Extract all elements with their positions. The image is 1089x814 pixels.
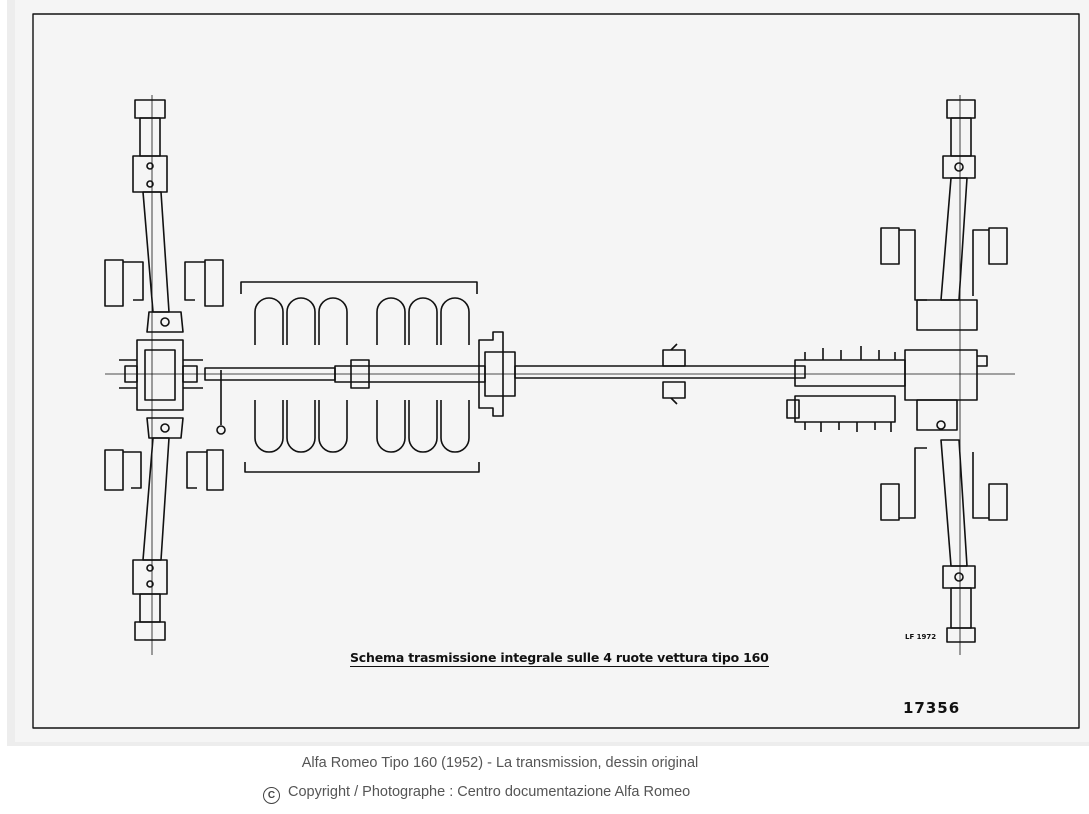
copyright-icon: C <box>263 787 280 804</box>
propeller-shaft <box>105 331 1015 417</box>
engine-outline <box>240 281 480 473</box>
front-axle <box>104 95 226 655</box>
drivetrain-schematic <box>32 13 1080 729</box>
gearbox <box>786 346 906 432</box>
credit-text: Copyright / Photographe : Centro documen… <box>288 784 691 800</box>
rear-axle <box>880 95 1008 655</box>
image-credit: C Copyright / Photographe : Centro docume… <box>263 784 690 804</box>
photo-frame: Schema trasmissione integrale sulle 4 ru… <box>7 0 1089 746</box>
drawing-code: LF 1972 <box>905 633 937 641</box>
drawing-title: Schema trasmissione integrale sulle 4 ru… <box>350 650 769 667</box>
technical-drawing: Schema trasmissione integrale sulle 4 ru… <box>15 0 1089 742</box>
image-caption: Alfa Romeo Tipo 160 (1952) - La transmis… <box>301 755 699 771</box>
drawing-number: 17356 <box>903 699 961 717</box>
